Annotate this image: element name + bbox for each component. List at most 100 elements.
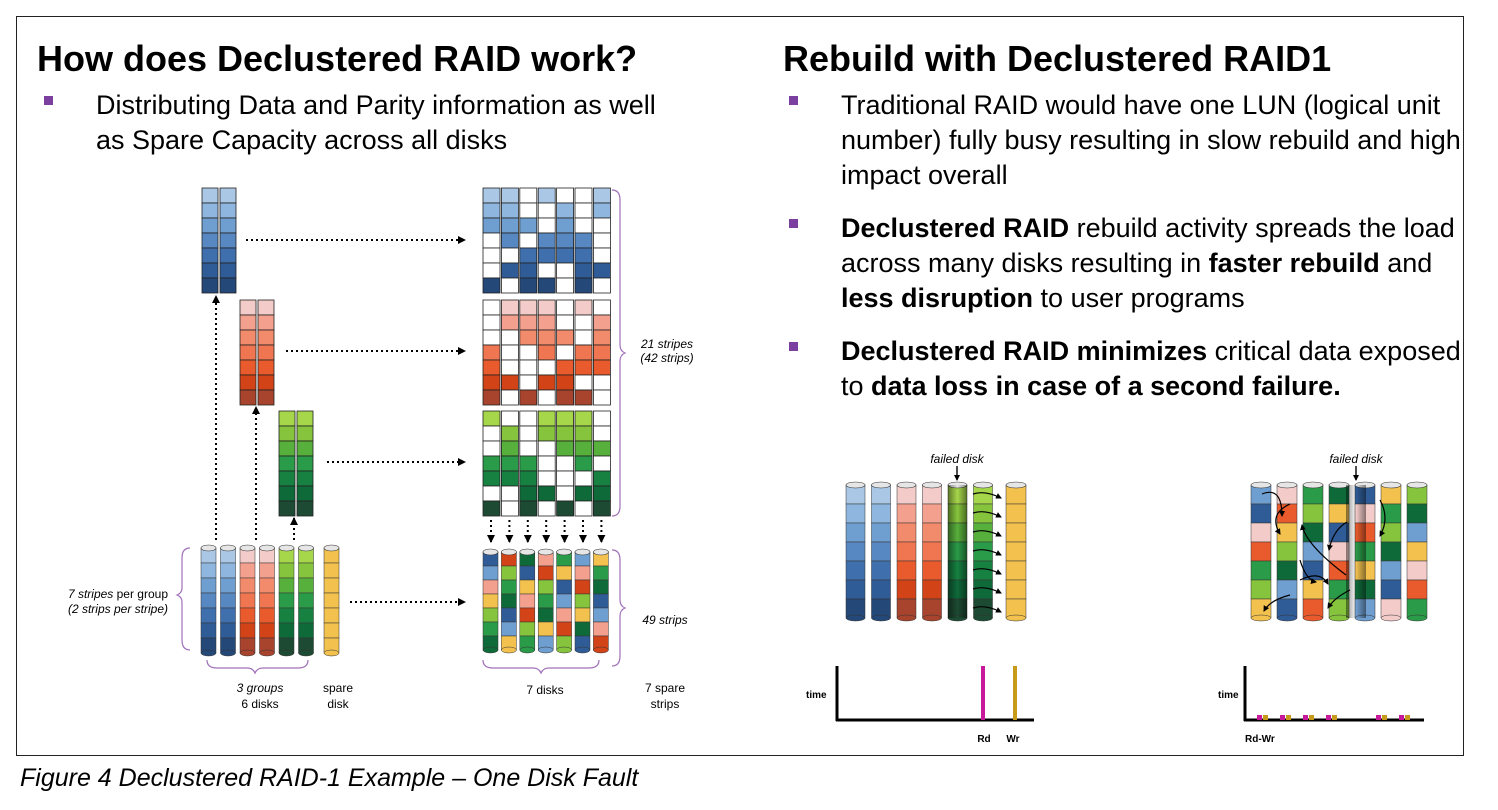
declustered-cell-blue (556, 202, 574, 219)
raid-group-blue-strips (219, 277, 237, 294)
traditional-disk-4 (922, 614, 942, 622)
label-time-1: time (806, 690, 827, 701)
declustered-cell-green (500, 500, 519, 517)
declustered-disk-2 (501, 579, 517, 595)
rebuild-arrow-decl (1300, 524, 1347, 576)
declustered-cell-blue (500, 187, 519, 204)
traditional-disk-6 (973, 579, 993, 600)
declustered-cell-red (482, 299, 501, 316)
label-disk: disk (327, 697, 349, 711)
declustered-disk-4 (537, 646, 554, 654)
declustered-cell-red (537, 299, 556, 316)
label-strips: strips (651, 697, 680, 711)
declustered-cell-red (593, 344, 611, 361)
left-bullet-text: Distributing Data and Parity information… (96, 90, 656, 155)
source-disk-3 (239, 577, 256, 594)
declustered-disk-2 (501, 621, 517, 637)
declustered-cell-green (574, 410, 593, 427)
bold-minimizes: Declustered RAID minimizes (841, 336, 1208, 366)
declustered-rebuild-disk-1 (1250, 579, 1272, 600)
traditional-disk-6 (973, 522, 993, 543)
wr-mini-bar (1263, 715, 1268, 720)
wr-mini-bar (1382, 715, 1387, 720)
traditional-disk-2 (871, 560, 891, 581)
declustered-rebuild-disk-6 (1380, 503, 1402, 524)
declustered-cell-red (537, 344, 556, 361)
rebuild-arrow-decl (1261, 491, 1285, 517)
declustered-cell-green (519, 455, 538, 472)
source-disk-2 (220, 592, 236, 609)
declustered-cell-green (574, 500, 593, 517)
declustered-cell-red (593, 314, 611, 331)
slide-frame (16, 16, 1464, 756)
label-3-groups: 3 groups (237, 681, 284, 695)
declustered-disk-1 (482, 593, 499, 609)
declustered-cell-green (500, 410, 519, 427)
declustered-rebuild-disk-6 (1380, 560, 1402, 581)
source-disk-4 (259, 607, 275, 624)
declustered-disk-1 (482, 621, 499, 637)
declustered-disk-1 (482, 548, 499, 556)
declustered-cell-green (519, 500, 538, 517)
declustered-disk-2 (501, 548, 517, 556)
source-disk-4 (259, 577, 275, 594)
declustered-cell-blue (593, 247, 611, 264)
rebuild-arrow-decl (1263, 594, 1291, 612)
raid-group-red-strips (239, 344, 257, 361)
declustered-cell-blue (500, 277, 519, 294)
traditional-disk-3 (896, 614, 917, 622)
declustered-disk-4 (537, 579, 554, 595)
declustered-cell-blue (537, 202, 556, 219)
traditional-spare-disk (1005, 503, 1027, 524)
source-disk-6 (298, 649, 314, 657)
declustered-cell-blue (482, 232, 501, 249)
declustered-cell-red (556, 389, 574, 406)
declustered-cell-red (593, 389, 611, 406)
declustered-disk-6 (574, 621, 591, 637)
brace-7-stripes (175, 547, 191, 651)
declustered-cell-green (556, 455, 574, 472)
source-disk-1 (200, 577, 217, 594)
declustered-cell-blue (537, 247, 556, 264)
declustered-cell-blue (500, 202, 519, 219)
left-bullet: Distributing Data and Parity information… (44, 88, 676, 158)
label-rd: Rd (977, 734, 990, 745)
rebuild-arrow-trad (972, 568, 1002, 575)
declustered-cell-blue (537, 277, 556, 294)
right-title: Rebuild with Declustered RAID1 (783, 38, 1332, 79)
declustered-disk-1 (482, 646, 499, 654)
rd-mini-bar (1257, 715, 1262, 720)
declustered-cell-red (593, 359, 611, 376)
bold-declustered-raid: Declustered RAID (841, 213, 1070, 243)
declustered-disk-1 (482, 607, 499, 623)
raid-group-blue-strips (201, 187, 219, 204)
rd-mini-bar (1399, 715, 1404, 720)
declustered-disk-4 (537, 548, 554, 556)
right-bullet-1-text: Traditional RAID would have one LUN (log… (841, 90, 1461, 190)
traditional-disk-3 (896, 503, 917, 524)
bullet-marker (44, 96, 53, 105)
declustered-rebuild-disk-3 (1302, 579, 1324, 600)
declustered-disk-2 (501, 593, 517, 609)
declustered-rebuild-disk-7 (1406, 614, 1428, 622)
declustered-cell-blue (519, 217, 538, 234)
declustered-cell-blue (500, 262, 519, 279)
source-disk-5 (278, 562, 295, 579)
figure-caption: Figure 4 Declustered RAID-1 Example – On… (20, 764, 639, 792)
declustered-cell-blue (482, 277, 501, 294)
declustered-cell-green (574, 470, 593, 487)
right-bullet-2: Declustered RAID rebuild activity spread… (789, 211, 1461, 316)
bullet-2-text-b: and (1379, 248, 1433, 278)
rd-mini-bar (1280, 715, 1285, 720)
raid-group-green-strips (296, 410, 314, 427)
declustered-disk-4 (537, 607, 554, 623)
source-disk-1 (200, 622, 217, 639)
declustered-cell-green (482, 425, 501, 442)
declustered-cell-green (593, 470, 611, 487)
declustered-cell-red (537, 314, 556, 331)
declustered-disk-5 (556, 646, 572, 654)
traditional-disk-1 (845, 481, 866, 489)
declustered-cell-blue (574, 187, 593, 204)
declustered-disk-4 (537, 621, 554, 637)
declustered-cell-green (519, 440, 538, 457)
